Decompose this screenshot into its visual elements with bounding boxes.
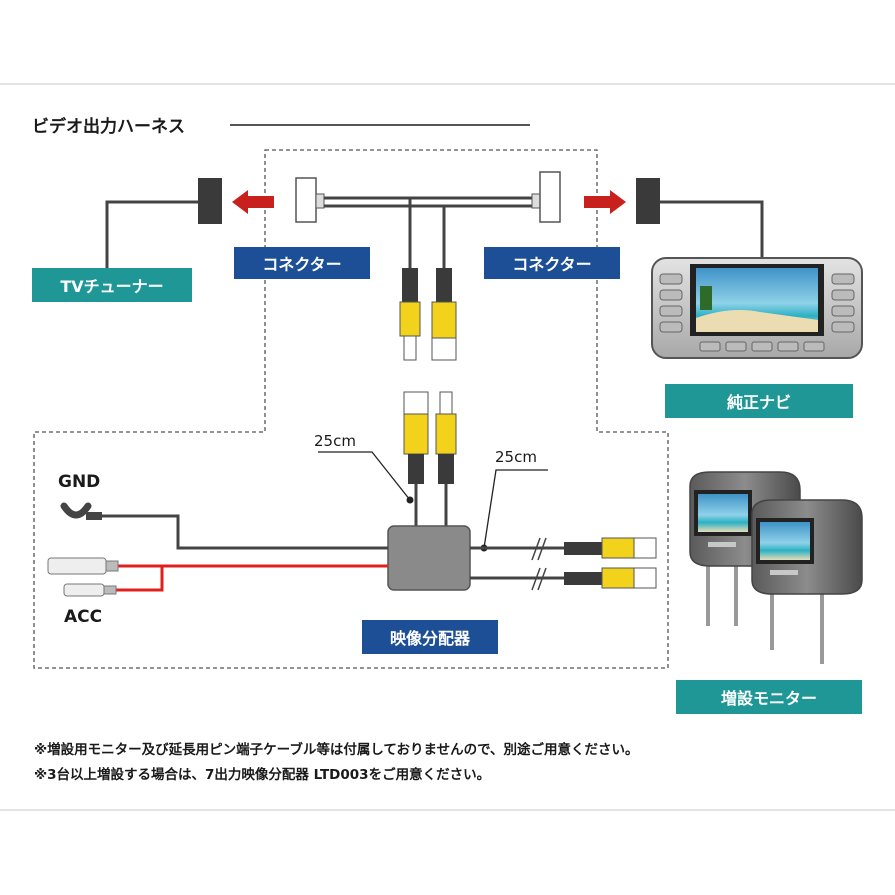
length-leader-left — [318, 451, 411, 501]
headrest-monitor-back-icon — [689, 471, 801, 626]
navi-plug — [636, 178, 660, 224]
acc-label: ACC — [64, 607, 103, 627]
acc-terminal-lower-icon — [63, 583, 117, 597]
genuine-navi-label: 純正ナビ — [665, 384, 853, 418]
headrest-monitor-front-icon — [751, 499, 863, 664]
connector-left-label: コネクター — [234, 247, 370, 279]
rca-output-plug-1-icon — [564, 537, 657, 559]
connector-left-body — [295, 177, 317, 223]
rca-output-plug-2-icon — [564, 567, 657, 589]
length-leader-right — [483, 469, 548, 549]
connector-right-label: コネクター — [484, 247, 620, 279]
cable-break-icon — [531, 537, 547, 591]
note-1: ※増設用モニター及び延長用ピン端子ケーブル等は付属しておりませんので、別途ご用意… — [34, 742, 639, 758]
video-splitter-label: 映像分配器 — [362, 620, 498, 654]
rca-female-jack-icon — [431, 268, 457, 361]
length-dot-left — [406, 496, 414, 504]
tv-tuner-plug — [198, 178, 222, 224]
connector-left-tip — [315, 193, 325, 209]
gnd-wire — [100, 514, 388, 550]
navi-wire — [660, 200, 764, 262]
video-splitter-box — [387, 525, 471, 591]
gnd-terminal-icon — [60, 502, 102, 520]
acc-terminal-upper-icon — [47, 557, 119, 575]
note-2: ※3台以上増設する場合は、7出力映像分配器 LTD003をご用意ください。 — [34, 767, 491, 783]
diagram-title: ビデオ出力ハーネス — [32, 117, 185, 137]
length-label-left: 25cm — [314, 432, 356, 450]
extra-monitor-label: 増設モニター — [676, 680, 862, 714]
connector-right-body — [539, 171, 561, 223]
rca-input-jack-icon — [403, 391, 429, 484]
rca-input-plug-icon — [435, 391, 457, 484]
connector-right-tip — [531, 193, 541, 209]
right-arrow-icon — [584, 190, 626, 214]
rca-male-plug-icon — [399, 268, 421, 361]
gnd-label: GND — [58, 472, 101, 492]
genuine-navi-icon — [651, 257, 863, 359]
acc-wire-2 — [116, 566, 164, 592]
left-arrow-icon — [232, 190, 274, 214]
package-outline — [33, 149, 669, 669]
tv-tuner-wire — [105, 200, 198, 268]
tv-tuner-label: TVチューナー — [32, 268, 192, 302]
length-label-right: 25cm — [495, 448, 537, 466]
